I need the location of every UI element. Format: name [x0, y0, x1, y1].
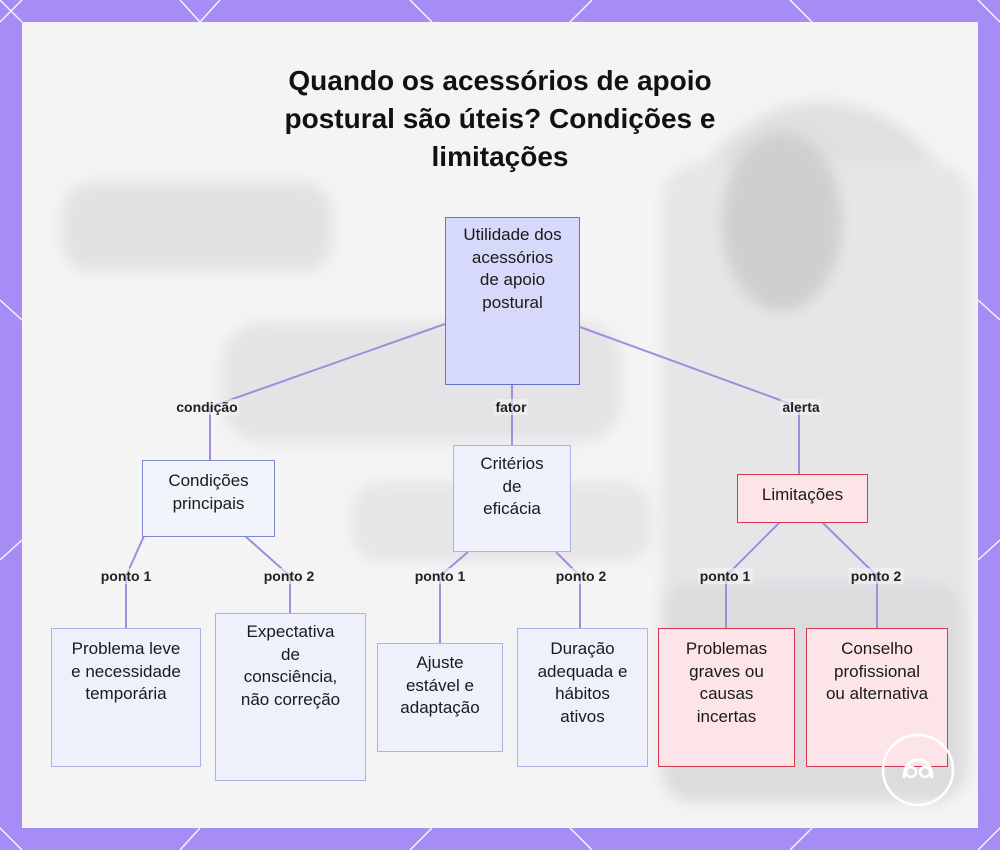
node-criteria-point1-label: Ajuste estável e adaptação	[393, 652, 488, 720]
edge-criteria-p2	[556, 552, 580, 628]
node-root[interactable]: Utilidade dos acessórios de apoio postur…	[445, 217, 580, 385]
edge-root-conditions	[210, 324, 445, 460]
node-conditions-point2[interactable]: Expectativa de consciência, não correção	[215, 613, 366, 781]
edge-label-condition: condição	[174, 399, 239, 415]
edge-label-criteria-point2: ponto 2	[554, 568, 609, 584]
node-criteria-label: Critérios de eficácia	[472, 453, 552, 521]
node-root-label: Utilidade dos acessórios de apoio postur…	[463, 224, 563, 314]
node-limitations-label: Limitações	[762, 484, 843, 507]
node-criteria-point2[interactable]: Duração adequada e hábitos ativos	[517, 628, 648, 767]
node-conditions-label: Condições principais	[151, 470, 266, 515]
edge-label-factor: fator	[493, 399, 528, 415]
edge-root-limitations	[580, 327, 799, 474]
node-criteria[interactable]: Critérios de eficácia	[453, 445, 571, 552]
edge-label-alert: alerta	[780, 399, 821, 415]
diagram-card: Quando os acessórios de apoio postural s…	[22, 22, 978, 828]
node-criteria-point1[interactable]: Ajuste estável e adaptação	[377, 643, 503, 752]
edge-label-conditions-point2: ponto 2	[262, 568, 317, 584]
edge-label-limitations-point2: ponto 2	[849, 568, 904, 584]
edge-label-conditions-point1: ponto 1	[99, 568, 154, 584]
logo-watermark-icon	[880, 732, 956, 808]
edge-label-criteria-point1: ponto 1	[413, 568, 468, 584]
node-limitations[interactable]: Limitações	[737, 474, 868, 523]
node-conditions-point1[interactable]: Problema leve e necessidade temporária	[51, 628, 201, 767]
node-limitations-point2-label: Conselho profissional ou alternativa	[825, 638, 930, 706]
edge-label-limitations-point1: ponto 1	[698, 568, 753, 584]
node-conditions-point2-label: Expectativa de consciência, não correção	[236, 621, 346, 711]
edge-criteria-p1	[440, 552, 468, 643]
node-conditions[interactable]: Condições principais	[142, 460, 275, 537]
node-conditions-point1-label: Problema leve e necessidade temporária	[66, 638, 186, 706]
node-limitations-point1[interactable]: Problemas graves ou causas incertas	[658, 628, 795, 767]
node-criteria-point2-label: Duração adequada e hábitos ativos	[538, 638, 628, 728]
node-limitations-point1-label: Problemas graves ou causas incertas	[677, 638, 777, 728]
